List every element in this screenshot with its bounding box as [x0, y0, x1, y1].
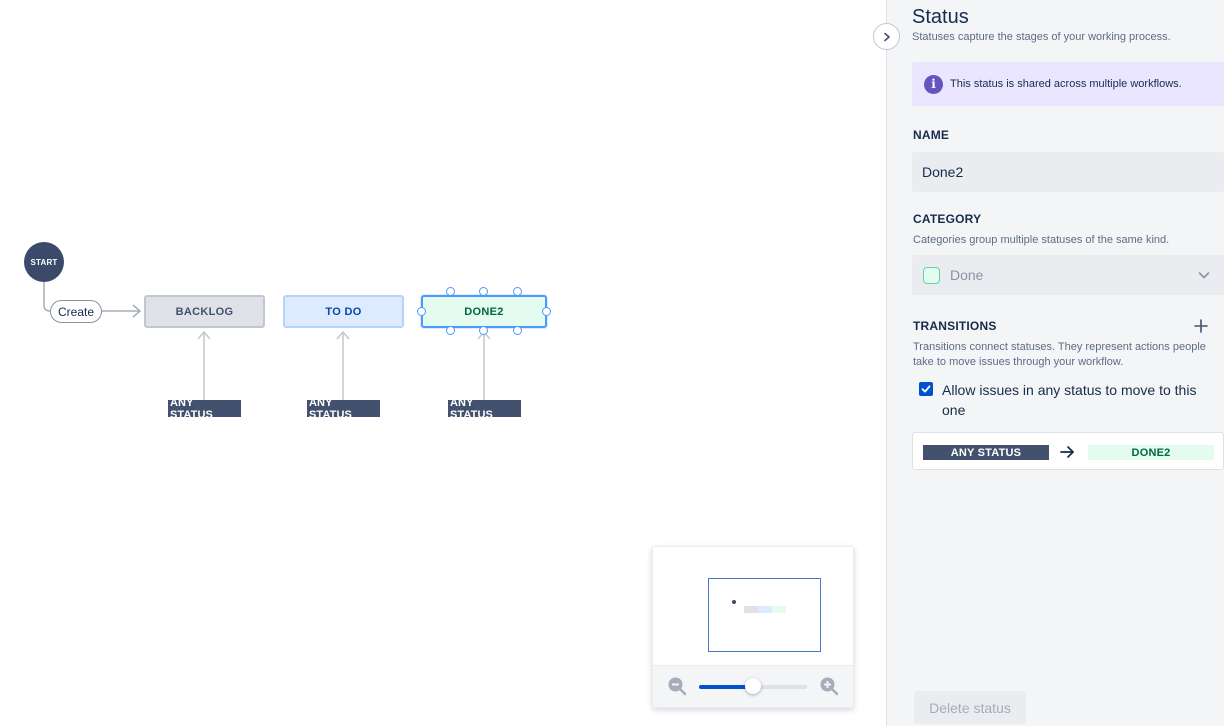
status-name-input[interactable]: [912, 152, 1224, 192]
resize-handle-top-center[interactable]: [479, 287, 488, 296]
collapse-panel-button[interactable]: [873, 23, 900, 50]
category-value: Done: [950, 267, 984, 283]
zoom-slider-fill: [699, 685, 753, 689]
zoom-controls: [653, 665, 853, 707]
panel-title: Status: [912, 6, 969, 28]
category-color-swatch: [923, 266, 940, 284]
transition-to-tag: DONE2: [1088, 445, 1214, 460]
minimap-start-dot: [732, 600, 736, 604]
resize-handle-bottom-right[interactable]: [513, 326, 522, 335]
minimap-backlog: [744, 606, 758, 613]
allow-any-status-checkbox[interactable]: [919, 382, 933, 396]
transition-from-tag: ANY STATUS: [923, 445, 1049, 460]
name-label: NAME: [913, 128, 950, 142]
minimap-todo: [758, 606, 772, 613]
resize-handle-left[interactable]: [417, 307, 426, 316]
status-node-backlog[interactable]: BACKLOG: [144, 295, 265, 328]
minimap-done: [772, 606, 786, 613]
arrow-right-icon: [1060, 446, 1074, 458]
checkmark-icon: [921, 385, 931, 393]
create-edge-arrow: [132, 304, 142, 318]
transitions-help-text: Transitions connect statuses. They repre…: [913, 341, 1206, 368]
status-details-panel: Status Statuses capture the stages of yo…: [886, 0, 1224, 726]
add-transition-icon[interactable]: [1193, 318, 1209, 334]
zoom-in-icon[interactable]: [819, 676, 839, 696]
create-transition-label[interactable]: Create: [50, 300, 102, 323]
transition-card[interactable]: ANY STATUS DONE2: [912, 432, 1224, 470]
resize-handle-top-left[interactable]: [446, 287, 455, 296]
chevron-down-icon: [1198, 272, 1210, 279]
start-node[interactable]: START: [24, 242, 64, 282]
resize-handle-bottom-left[interactable]: [446, 326, 455, 335]
resize-handle-right[interactable]: [542, 307, 551, 316]
delete-status-button[interactable]: Delete status: [914, 691, 1026, 724]
status-node-done2[interactable]: DONE2: [421, 295, 547, 328]
any-status-edge-backlog-arrow: [197, 330, 211, 340]
category-help-text: Categories group multiple statuses of th…: [913, 234, 1170, 246]
panel-subtitle: Statuses capture the stages of your work…: [912, 31, 1171, 43]
info-icon: i: [924, 74, 943, 94]
chevron-right-icon: [883, 32, 890, 41]
resize-handle-top-right[interactable]: [513, 287, 522, 296]
start-edge: [43, 282, 51, 312]
any-status-tag-backlog[interactable]: ANY STATUS: [168, 397, 241, 421]
zoom-out-icon[interactable]: [667, 676, 687, 696]
any-status-tag-done[interactable]: ANY STATUS: [448, 397, 521, 421]
zoom-slider-thumb[interactable]: [745, 678, 761, 694]
transitions-label: TRANSITIONS: [913, 319, 997, 333]
any-status-edge-todo-arrow: [336, 330, 350, 340]
category-label: CATEGORY: [913, 212, 982, 226]
workflow-canvas[interactable]: START Create BACKLOG TO DO DONE2 ANY STA…: [0, 0, 886, 726]
minimap[interactable]: [652, 546, 854, 708]
any-status-tag-todo[interactable]: ANY STATUS: [307, 397, 380, 421]
resize-handle-bottom-center[interactable]: [479, 326, 488, 335]
shared-status-info: i This status is shared across multiple …: [912, 62, 1224, 106]
status-node-todo[interactable]: TO DO: [283, 295, 404, 328]
category-select[interactable]: Done: [912, 255, 1224, 295]
minimap-viewport[interactable]: [708, 578, 821, 652]
info-message: This status is shared across multiple wo…: [950, 78, 1182, 90]
allow-any-status-label[interactable]: Allow issues in any status to move to th…: [942, 382, 1197, 418]
